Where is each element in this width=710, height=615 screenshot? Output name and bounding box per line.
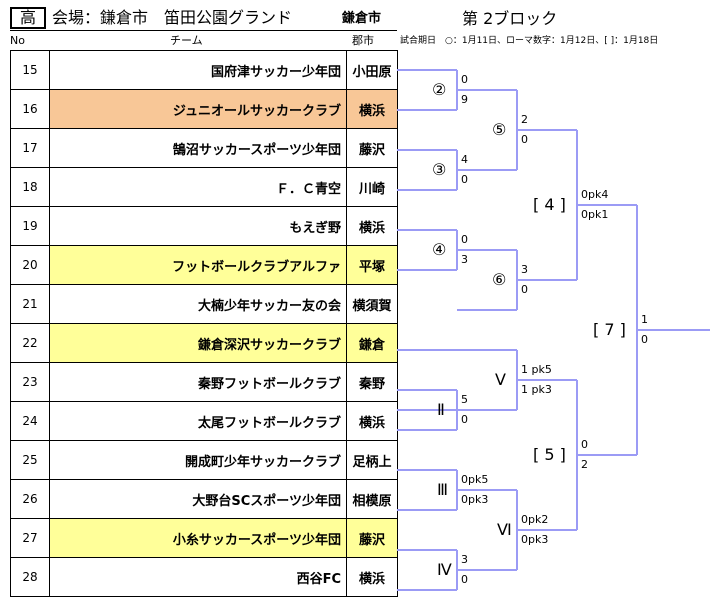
category-badge: 高 xyxy=(10,7,46,29)
team-name: ジュニオールサッカークラブ xyxy=(49,89,347,129)
match-6-label: ⑥ xyxy=(492,270,507,289)
team-city: 平塚 xyxy=(346,245,398,285)
team-name: 秦野フットボールクラブ xyxy=(49,362,347,402)
column-header-team: チーム xyxy=(170,34,203,47)
match-II-bottom-score: 0 xyxy=(461,413,468,426)
match-2-label: ② xyxy=(432,80,447,99)
match-3-bottom-score: 0 xyxy=(461,173,468,186)
match-V-label: Ⅴ xyxy=(495,370,506,389)
match-5-final-bottom-score: 2 xyxy=(581,458,588,471)
team-name: 太尾フットボールクラブ xyxy=(49,401,347,441)
team-number: 19 xyxy=(10,206,50,246)
match-4-label: ④ xyxy=(432,240,447,259)
match-V-top-score: 1 pk5 xyxy=(521,363,552,376)
team-city: 横浜 xyxy=(346,401,398,441)
match-IV-bottom-score: 0 xyxy=(461,573,468,586)
header-underline xyxy=(10,30,397,31)
team-name: もえぎ野 xyxy=(49,206,347,246)
team-city: 横須賀 xyxy=(346,284,398,324)
match-5-top-score: 2 xyxy=(521,113,528,126)
team-number: 15 xyxy=(10,50,50,90)
match-5-label: ⑤ xyxy=(492,120,507,139)
match-6-bottom-score: 0 xyxy=(521,283,528,296)
match-4-final-label: [ 4 ] xyxy=(533,195,566,214)
team-name: 西谷FC xyxy=(49,557,347,597)
match-4-top-score: 0 xyxy=(461,233,468,246)
match-II-top-score: 5 xyxy=(461,393,468,406)
team-number: 25 xyxy=(10,440,50,480)
match-7-final-top-score: 1 xyxy=(641,313,648,326)
match-III-bottom-score: 0pk3 xyxy=(461,493,489,506)
venue-title: 会場：鎌倉市 笛田公園グランド xyxy=(52,8,293,27)
match-VI-top-score: 0pk2 xyxy=(521,513,549,526)
match-3-top-score: 4 xyxy=(461,153,468,166)
team-city: 藤沢 xyxy=(346,128,398,168)
team-city: 鎌倉 xyxy=(346,323,398,363)
venue-city: 鎌倉市 xyxy=(342,11,382,26)
match-4-bottom-score: 3 xyxy=(461,253,468,266)
match-2-bottom-score: 9 xyxy=(461,93,468,106)
team-name: 小糸サッカースポーツ少年団 xyxy=(49,518,347,558)
team-number: 26 xyxy=(10,479,50,519)
match-III-top-score: 0pk5 xyxy=(461,473,489,486)
match-2-top-score: 0 xyxy=(461,73,468,86)
match-3-label: ③ xyxy=(432,160,447,179)
match-7-final-label: [ 7 ] xyxy=(593,320,626,339)
team-name: Ｆ．Ｃ青空 xyxy=(49,167,347,207)
team-city: 藤沢 xyxy=(346,518,398,558)
match-VI-label: Ⅵ xyxy=(497,520,512,539)
match-VI-bottom-score: 0pk3 xyxy=(521,533,549,546)
team-name: 開成町少年サッカークラブ xyxy=(49,440,347,480)
team-city: 川崎 xyxy=(346,167,398,207)
match-7-final-bottom-score: 0 xyxy=(641,333,648,346)
team-city: 秦野 xyxy=(346,362,398,402)
schedule-legend: 試合期日 ○：1月11日、ローマ数字：1月12日、[ ]：1月18日 xyxy=(400,36,659,46)
team-city: 横浜 xyxy=(346,557,398,597)
column-header-city: 郡市 xyxy=(352,34,374,47)
match-5-bottom-score: 0 xyxy=(521,133,528,146)
team-name: 鵠沼サッカースポーツ少年団 xyxy=(49,128,347,168)
match-IV-top-score: 3 xyxy=(461,553,468,566)
team-city: 相模原 xyxy=(346,479,398,519)
match-4-final-top-score: 0pk4 xyxy=(581,188,609,201)
block-title: 第 2ブロック xyxy=(462,9,558,28)
column-header-no: No xyxy=(10,34,25,47)
match-4-final-bottom-score: 0pk1 xyxy=(581,208,609,221)
team-number: 20 xyxy=(10,245,50,285)
team-number: 24 xyxy=(10,401,50,441)
match-V-bottom-score: 1 pk3 xyxy=(521,383,552,396)
match-III-label: Ⅲ xyxy=(437,480,449,499)
team-number: 27 xyxy=(10,518,50,558)
team-name: 大野台SCスポーツ少年団 xyxy=(49,479,347,519)
match-6-top-score: 3 xyxy=(521,263,528,276)
match-5-final-label: [ 5 ] xyxy=(533,445,566,464)
match-II-label: Ⅱ xyxy=(437,400,445,419)
team-name: 国府津サッカー少年団 xyxy=(49,50,347,90)
match-IV-label: Ⅳ xyxy=(437,560,452,579)
match-5-final-top-score: 0 xyxy=(581,438,588,451)
